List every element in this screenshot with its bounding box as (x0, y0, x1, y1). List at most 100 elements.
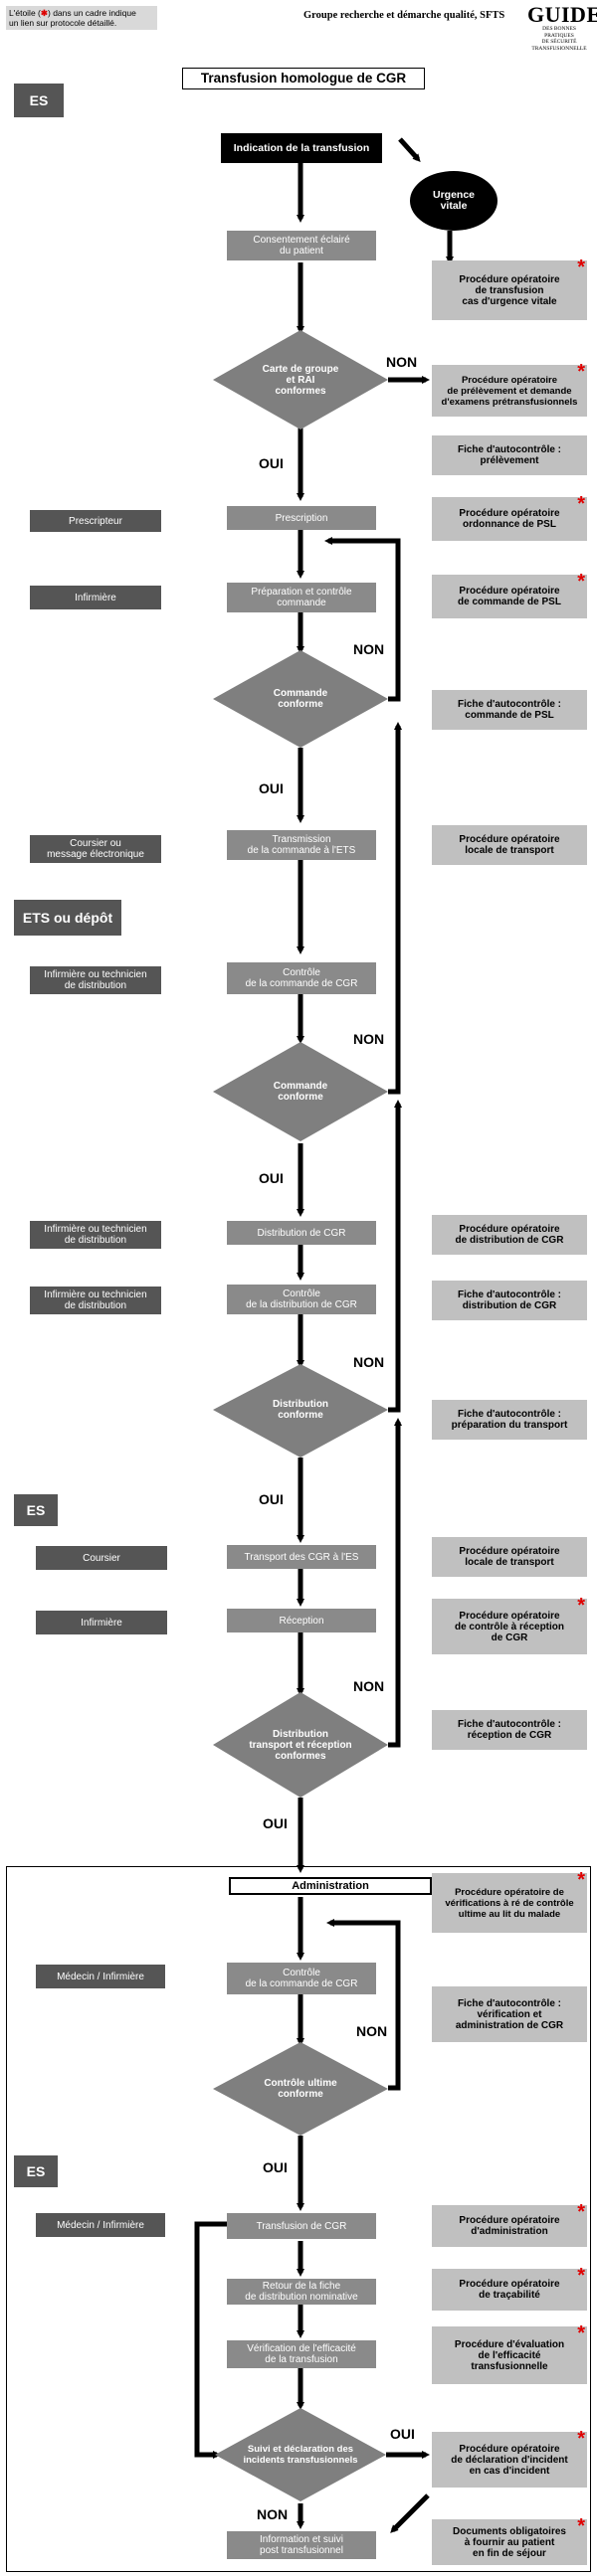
label-non-2: NON (353, 641, 385, 657)
label-oui-5: OUI (263, 1815, 288, 1831)
label-non-7: NON (257, 2506, 289, 2522)
star-icon: * (577, 1869, 585, 1891)
doc-autocontrole-prelevement[interactable]: Fiche d'autocontrôle : prélèvement (432, 435, 587, 475)
section-es-1: ES (14, 84, 64, 117)
doc-autocontrole-transport[interactable]: Fiche d'autocontrôle : préparation du tr… (432, 1400, 587, 1440)
step-consentement: Consentement éclairé du patient (227, 231, 376, 260)
decision-commande2-diamond (213, 1042, 388, 1141)
star-icon: * (577, 2515, 585, 2537)
guide-logo: GUIDE DES BONNES PRATIQUES DE SÉCURITÉ T… (527, 2, 597, 52)
step-distribution: Distribution de CGR (227, 1221, 376, 1245)
star-icon: * (577, 2265, 585, 2287)
urgence-ellipse (410, 171, 498, 231)
label-non-3: NON (353, 1031, 385, 1047)
decision-carte-diamond (213, 330, 388, 429)
decision-suivi-diamond (215, 2408, 386, 2501)
arrow-indication-urgence (398, 137, 421, 162)
loop-ultime (326, 1919, 401, 2091)
legend-note: L'étoile (✱) dans un cadre indique un li… (6, 6, 157, 30)
step-reception: Réception (227, 1609, 376, 1632)
role-infirmiere-2: Infirmière (36, 1611, 167, 1634)
loop-commande2 (388, 722, 402, 1095)
star-icon: * (577, 2322, 585, 2344)
loop-transfusion-suivi (194, 2221, 227, 2459)
step-controle-distribution: Contrôle de la distribution de CGR (227, 1285, 376, 1314)
label-non-6: NON (356, 2023, 388, 2039)
section-es-2: ES (14, 1494, 58, 1526)
doc-administration[interactable]: Procédure opératoire d'administration* (432, 2201, 587, 2247)
administration-frame (6, 1866, 591, 2572)
section-es-3: ES (14, 2155, 58, 2187)
loop-distribution (388, 1100, 402, 1413)
doc-autocontrole-distribution[interactable]: Fiche d'autocontrôle : distribution de C… (432, 1281, 587, 1320)
decision-transport-diamond (213, 1692, 388, 1798)
doc-commande-psl[interactable]: Procédure opératoire de commande de PSL* (432, 571, 587, 618)
label-oui-7: OUI (390, 2426, 415, 2442)
decision-suivi-label: Suivi et déclaration des incidents trans… (243, 2444, 358, 2466)
doc-controle-reception[interactable]: Procédure opératoire de contrôle à récep… (432, 1595, 587, 1654)
logo-subtitle: DES BONNES PRATIQUES DE SÉCURITÉ TRANSFU… (531, 26, 587, 52)
step-controle-commande-2: Contrôle de la commande de CGR (227, 1963, 376, 1994)
decision-commande2-label: Commande conforme (273, 1081, 328, 1103)
star-icon: * (577, 1595, 585, 1617)
step-retour-fiche: Retour de la fiche de distribution nomin… (227, 2279, 376, 2305)
step-indication: Indication de la transfusion (221, 133, 382, 163)
role-infirmiere-technicien-1: Infirmière ou technicien de distribution (30, 966, 161, 994)
doc-urgence-vitale[interactable]: Procédure opératoire de transfusion cas … (432, 257, 587, 320)
loop-top-commande (324, 537, 401, 608)
decision-ultime-diamond (213, 2042, 388, 2136)
decision-transport-label: Distribution transport et réception conf… (249, 1728, 352, 1762)
decision-ultime-label: Contrôle ultime conforme (264, 2078, 337, 2100)
doc-distribution-cgr[interactable]: Procédure opératoire de distribution de … (432, 1215, 587, 1255)
header-organization: Groupe recherche et démarche qualité, SF… (303, 10, 505, 21)
step-transmission: Transmission de la commande à l'ETS (227, 830, 376, 860)
step-administration: Administration (229, 1877, 432, 1895)
step-urgence-vitale: Urgence vitale (432, 189, 475, 212)
label-oui-2: OUI (259, 780, 284, 796)
logo-title: GUIDE (527, 2, 597, 27)
label-oui-6: OUI (263, 2159, 288, 2175)
doc-prelevement[interactable]: Procédure opératoire de prélèvement et d… (432, 362, 587, 417)
step-information: Information et suivi post transfusionnel (227, 2531, 376, 2559)
step-transfusion: Transfusion de CGR (227, 2213, 376, 2239)
role-coursier-2: Coursier (36, 1546, 167, 1570)
star-icon: * (577, 2428, 585, 2450)
label-oui-3: OUI (259, 1170, 284, 1186)
star-icon: ✱ (40, 8, 48, 18)
doc-evaluation-efficacite[interactable]: Procédure d'évaluation de l'efficacité t… (432, 2322, 587, 2384)
decision-commande1-label: Commande conforme (273, 688, 328, 710)
label-oui-1: OUI (259, 455, 284, 471)
doc-ordonnance-psl[interactable]: Procédure opératoire ordonnance de PSL* (432, 494, 587, 541)
doc-transport-locale-1[interactable]: Procédure opératoire locale de transport (432, 825, 587, 865)
decision-distribution-diamond (213, 1364, 388, 1458)
loop-transport (388, 1418, 402, 1748)
star-icon: * (577, 257, 585, 278)
star-icon: * (577, 2201, 585, 2223)
decision-commande1-diamond (213, 650, 388, 748)
role-infirmiere-technicien-3: Infirmière ou technicien de distribution (30, 1287, 161, 1314)
doc-controle-ultime[interactable]: Procédure opératoire de vérifications à … (432, 1869, 587, 1933)
doc-autocontrole-commande[interactable]: Fiche d'autocontrôle : commande de PSL (432, 690, 587, 730)
doc-declaration-incident[interactable]: Procédure opératoire de déclaration d'in… (432, 2428, 587, 2488)
star-icon: * (577, 571, 585, 593)
doc-tracabilite[interactable]: Procédure opératoire de traçabilité* (432, 2265, 587, 2311)
step-verification: Vérification de l'efficacité de la trans… (227, 2340, 376, 2368)
role-coursier-1: Coursier ou message électronique (30, 835, 161, 863)
doc-transport-locale-2[interactable]: Procédure opératoire locale de transport (432, 1537, 587, 1577)
role-infirmiere-1: Infirmière (30, 586, 161, 609)
loop-commande1 (388, 608, 401, 702)
step-prescription: Prescription (227, 506, 376, 530)
label-non-5: NON (353, 1678, 385, 1694)
section-ets: ETS ou dépôt (14, 900, 121, 936)
step-transport: Transport des CGR à l'ES (227, 1545, 376, 1569)
label-oui-4: OUI (259, 1491, 284, 1507)
role-medecin-infirmiere-1: Médecin / Infirmière (36, 1965, 165, 1988)
doc-autocontrole-reception[interactable]: Fiche d'autocontrôle : réception de CGR (432, 1710, 587, 1750)
role-infirmiere-technicien-2: Infirmière ou technicien de distribution (30, 1221, 161, 1249)
step-preparation: Préparation et contrôle commande (227, 583, 376, 612)
doc-autocontrole-administration[interactable]: Fiche d'autocontrôle : vérification et a… (432, 1986, 587, 2042)
step-controle-commande: Contrôle de la commande de CGR (227, 962, 376, 994)
doc-documents-obligatoires[interactable]: Documents obligatoires à fournir au pati… (432, 2515, 587, 2565)
role-prescripteur: Prescripteur (30, 510, 161, 532)
